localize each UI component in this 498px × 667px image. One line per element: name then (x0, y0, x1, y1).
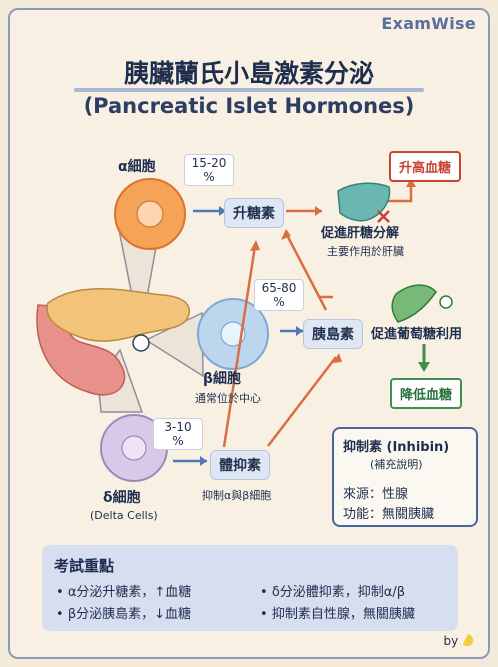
glucagon-hormone: 升糖素 (224, 198, 284, 228)
liver-breakdown-effect: 促進肝糖分解 (321, 226, 400, 241)
key-point-beta: • β分泌胰島素，↓血糖 (56, 607, 192, 622)
alpha-percentage: 15-20 % (184, 154, 234, 186)
alpha-cell-label: α細胞 (118, 159, 156, 175)
delta-cell-label: δ細胞 (103, 490, 141, 506)
key-point-alpha: • α分泌升糖素，↑血糖 (56, 585, 192, 600)
key-point-delta: • δ分泌體抑素，抑制α/β (260, 585, 406, 600)
inhibin-source: 來源：性腺 (343, 487, 409, 502)
inhibin-function: 功能：無關胰臟 (343, 507, 435, 522)
inhibin-note-box: 抑制素 (Inhibin) (補充說明) 來源：性腺 功能：無關胰臟 (332, 427, 478, 527)
byline: by (443, 633, 476, 649)
beta-percentage: 65-80 % (254, 279, 304, 311)
islet-marker (132, 334, 150, 352)
lower-blood-sugar: 降低血糖 (390, 378, 463, 409)
delta-cell-english: (Delta Cells) (90, 509, 158, 522)
title-underline (74, 88, 424, 92)
key-points-box: 考試重點 • α分泌升糖素，↑血糖 • δ分泌體抑素，抑制α/β • β分泌胰島… (42, 545, 458, 631)
insulin-hormone: 胰島素 (303, 319, 363, 349)
raise-blood-sugar: 升高血糖 (389, 151, 462, 182)
beta-cell-label: β細胞 (203, 371, 242, 387)
liver-x-icon (377, 210, 390, 223)
glucose-cycle-icon (439, 295, 453, 309)
diagram-title: 胰臟蘭氏小島激素分泌 (123, 59, 374, 88)
liver-raise-arrow (388, 185, 413, 203)
muscle-icon (391, 284, 437, 323)
glucose-use-effect: 促進葡萄糖利用 (371, 327, 463, 342)
liver-icon (337, 182, 391, 222)
inhibin-subtitle: (補充說明) (370, 458, 423, 471)
somatostatin-to-glucagon (222, 245, 257, 448)
beta-cell-note: 通常位於中心 (195, 392, 261, 405)
delta-nucleus (121, 435, 147, 461)
delta-percentage: 3-10 % (153, 418, 203, 450)
somatostatin-to-insulin (267, 356, 337, 447)
liver-note: 主要作用於肝臟 (327, 245, 404, 258)
somatostatin-hormone: 體抑素 (210, 450, 270, 480)
inhibin-title: 抑制素 (Inhibin) (343, 440, 450, 455)
key-points-title: 考試重點 (54, 557, 115, 575)
somatostatin-note: 抑制α與β細胞 (202, 489, 272, 502)
key-point-inhibin: • 抑制素自性腺，無關胰臟 (260, 607, 415, 622)
alpha-nucleus (136, 200, 164, 228)
diagram-subtitle: (Pancreatic Islet Hormones) (83, 94, 415, 118)
pancreas-shape (46, 288, 191, 342)
beta-nucleus (220, 321, 246, 347)
brand-logo: ExamWise (381, 14, 476, 33)
